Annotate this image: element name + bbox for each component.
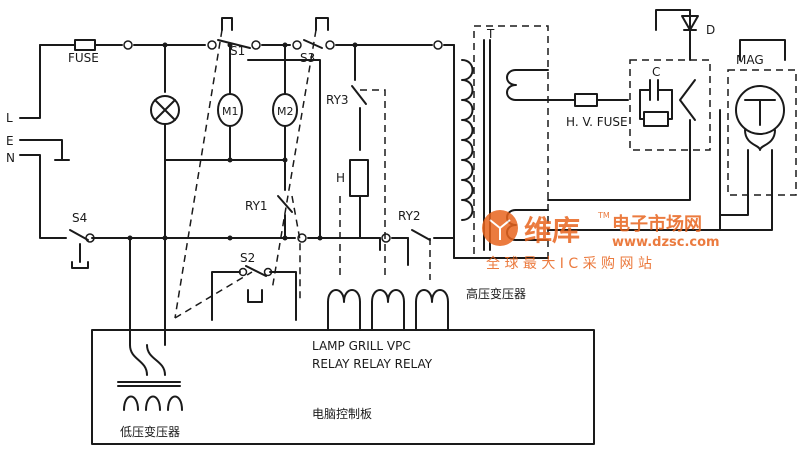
capacitor-label: C <box>652 65 660 79</box>
terminal-l-label: L <box>6 111 13 125</box>
relay-names-label: LAMP GRILL VPC <box>312 339 411 353</box>
hv-transformer-label: 高压变压器 <box>466 286 526 301</box>
load-branches <box>150 44 381 251</box>
ry2-branch <box>407 237 455 266</box>
relay-words-label: RELAY RELAY RELAY <box>312 357 433 371</box>
m2-label: M2 <box>277 105 294 118</box>
terminal-e-label: E <box>6 134 14 148</box>
ry2-label: RY2 <box>398 209 421 223</box>
hv-fuse-symbol <box>574 93 598 107</box>
lv-transformer-label: 低压变压器 <box>120 424 180 439</box>
s2-label: S2 <box>240 251 255 265</box>
heater-label: H <box>336 171 345 185</box>
top-bus <box>39 17 455 51</box>
switch-s2-group <box>211 265 297 321</box>
watermark-tm: TM <box>597 211 610 220</box>
transformer-t-label: T <box>486 27 495 41</box>
diode-label: D <box>706 23 715 37</box>
mechanical-linkage <box>174 29 431 319</box>
magnetron-symbol <box>735 85 785 135</box>
s4-label: S4 <box>72 211 87 225</box>
terminal-n-label: N <box>6 151 15 165</box>
left-terminals <box>19 44 70 239</box>
watermark-slogan: 全 球 最 大 I C 采 购 网 站 <box>486 255 652 272</box>
relay-coils <box>327 289 449 331</box>
ry1-label: RY1 <box>245 199 268 213</box>
m1-label: M1 <box>222 105 239 118</box>
control-board-label: 电脑控制板 <box>312 407 372 421</box>
magnetron <box>719 39 797 231</box>
s3-label: S3 <box>300 51 315 65</box>
ry3-label: RY3 <box>326 93 349 107</box>
watermark-brand: 维库 <box>524 214 580 247</box>
watermark: 维库 TM 电子市场网 www.dzsc.com 全 球 最 大 I C 采 购… <box>482 210 720 272</box>
magnetron-label: MAG <box>736 53 764 67</box>
watermark-url: www.dzsc.com <box>612 235 720 250</box>
hv-fuse-label: H. V. FUSE <box>566 115 628 129</box>
s1-label: S1 <box>230 44 245 58</box>
heater-symbol <box>349 159 369 197</box>
fuse-label: FUSE <box>68 51 99 65</box>
control-board-box <box>91 329 595 445</box>
watermark-brand-sub: 电子市场网 <box>612 213 702 235</box>
lv-transformer <box>117 237 183 411</box>
